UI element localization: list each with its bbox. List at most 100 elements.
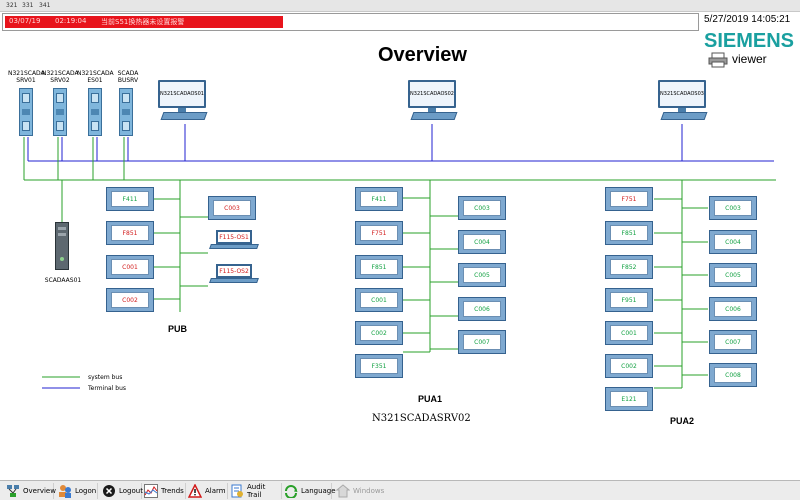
panel-label: F411 [360,191,398,207]
windows-icon [336,484,350,498]
alarm-button[interactable]: Alarm [188,483,228,499]
alarm-bar[interactable]: 03/07/19 02:19:04 当前S51换热器未设置报警 [2,13,699,31]
pua1-panel[interactable]: C004 [458,230,506,254]
panel-label: C003 [213,200,251,216]
pua2-panel[interactable]: F851 [605,221,653,245]
pua2-panel[interactable]: C006 [709,297,757,321]
area-label-pub: PUB [168,324,188,334]
viewer-label: viewer [732,52,767,66]
pua2-panel[interactable]: C007 [709,330,757,354]
language-icon [284,484,298,498]
panel-label: C005 [463,267,501,283]
toolbar-label: Logon [75,487,97,495]
panel-label: C007 [463,334,501,350]
panel-label: C006 [714,301,752,317]
pua1-panel[interactable]: C001 [355,288,403,312]
network-diagram [23,124,776,389]
pua2-panel[interactable]: E121 [605,387,653,411]
server-label: N321SCADA SRV01 [8,70,45,84]
top-strip-item[interactable]: 321 [6,2,18,9]
legend-terminal-bus: Terminal bus [88,385,127,392]
panel-label: C002 [111,292,149,308]
logon-button[interactable]: Logon [58,483,98,499]
panel-label: F351 [360,358,398,374]
panel-label: F852 [610,259,648,275]
panel-label: C003 [463,200,501,216]
pua2-panel[interactable]: C008 [709,363,757,387]
server-es01[interactable] [88,88,102,136]
datetime-display: 5/27/2019 14:05:21 [704,14,791,25]
language-button[interactable]: Language [284,483,336,499]
panel-label: C008 [714,367,752,383]
pua1-panel[interactable]: F751 [355,221,403,245]
top-strip: 321 331 341 [0,0,800,12]
archive-server-tower[interactable] [55,222,69,270]
server-busrv[interactable] [119,88,133,136]
pua2-panel[interactable]: F852 [605,255,653,279]
pua1-panel[interactable]: C006 [458,297,506,321]
pub-panel[interactable]: F411 [106,187,154,211]
server-label: SCADA BUSRV [117,70,139,84]
pua2-panel[interactable]: C005 [709,263,757,287]
pub-panel[interactable]: C002 [106,288,154,312]
logout-button[interactable]: Logout [102,483,143,499]
server-srv01[interactable] [19,88,33,136]
pub-panel[interactable]: C003 [208,196,256,220]
panel-label: F851 [610,225,648,241]
alarm-message: 当前S51换热器未设置报警 [101,18,185,26]
toolbar-label: Audit Trail [247,483,266,499]
panel-label: C004 [714,234,752,250]
alarm-icon [188,484,202,498]
windows-button[interactable]: Windows [336,483,384,499]
trend-icon [144,484,158,498]
pua1-panel[interactable]: C002 [355,321,403,345]
pua2-panel[interactable]: C003 [709,196,757,220]
pub-panel[interactable]: C001 [106,255,154,279]
pua2-panel[interactable]: C004 [709,230,757,254]
alarm-time: 02:19:04 [55,17,87,25]
pua1-panel[interactable]: F351 [355,354,403,378]
laptop-label: F115-OS2 [216,264,252,278]
overview-button[interactable]: Overview [6,483,56,499]
alarm-row[interactable]: 03/07/19 02:19:04 当前S51换热器未设置报警 [5,16,283,28]
panel-label: F751 [610,191,648,207]
pua1-panel[interactable]: F411 [355,187,403,211]
panel-label: C002 [360,325,398,341]
siemens-logo: SIEMENS [704,30,795,52]
panel-label: F411 [111,191,149,207]
pua2-panel[interactable]: F751 [605,187,653,211]
trends-button[interactable]: Trends [144,483,186,499]
server-caption: N321SCADASRV02 [372,413,471,424]
printer-icon [708,52,728,68]
pua2-panel[interactable]: F951 [605,288,653,312]
audit-icon [230,484,244,498]
monitor-screen: N321SCADAOS01 [158,80,206,108]
pua1-panel[interactable]: C003 [458,196,506,220]
pua1-panel[interactable]: C005 [458,263,506,287]
monitor-screen: N321SCADAOS02 [408,80,456,108]
pua1-panel[interactable]: F851 [355,255,403,279]
toolbar-label: Trends [161,487,184,495]
server-label: N321SCADA ES01 [77,70,114,84]
toolbar-label: Logout [119,487,143,495]
pua2-panel[interactable]: C002 [605,354,653,378]
top-strip-item[interactable]: 331 [22,2,34,9]
network-icon [6,484,20,498]
audit-trail-button[interactable]: Audit Trail [230,483,282,499]
top-strip-item[interactable]: 341 [39,2,51,9]
panel-label: F751 [360,225,398,241]
toolbar-label: Language [301,487,336,495]
archive-server-label: SCADAAS01 [44,277,82,284]
pua2-panel[interactable]: C001 [605,321,653,345]
pua1-panel[interactable]: C007 [458,330,506,354]
server-srv02[interactable] [53,88,67,136]
panel-label: C004 [463,234,501,250]
panel-label: C001 [610,325,648,341]
pub-panel[interactable]: F851 [106,221,154,245]
panel-label: C002 [610,358,648,374]
panel-label: C001 [360,292,398,308]
panel-label: E121 [610,391,648,407]
toolbar-label: Alarm [205,487,226,495]
bottom-toolbar: Overview Logon Logout Trends Alarm [0,480,800,500]
